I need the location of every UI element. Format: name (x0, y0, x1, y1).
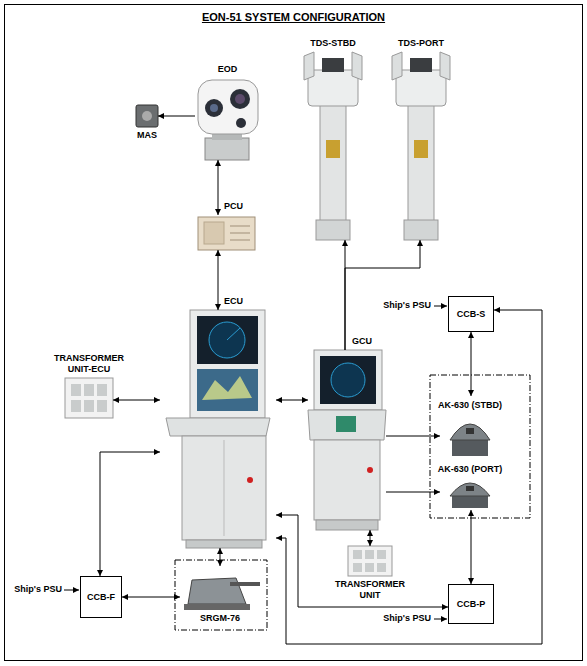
component-label: CCB-F (87, 592, 115, 603)
component-label: AK-630 (PORT) (438, 464, 503, 475)
supply-label: Ship's PSU (383, 300, 431, 311)
connector (113, 400, 160, 401)
connector (218, 250, 219, 310)
transformer-unit (65, 378, 113, 418)
component-label: GCU (352, 336, 372, 347)
supply-label: Ship's PSU (383, 613, 431, 624)
tds-pedestal (304, 52, 362, 240)
supply-label: Ship's PSU (14, 584, 62, 595)
connector (276, 310, 542, 644)
connector (100, 452, 160, 576)
connector (218, 160, 219, 215)
equipment-node: GCU (308, 350, 386, 530)
connector (386, 492, 440, 493)
connector (370, 530, 371, 546)
equipment-node: AK-630 (STBD) (440, 396, 500, 456)
gun-turret (450, 483, 490, 508)
component-label: TRANSFORMER UNIT-ECU (44, 353, 134, 375)
connector (276, 400, 308, 401)
equipment-node: PCU (198, 215, 255, 250)
component-label: AK-630 (STBD) (438, 400, 502, 411)
equipment-node: TRANSFORMER UNIT (348, 546, 392, 576)
connector (471, 332, 472, 396)
group-outline (175, 560, 267, 630)
frame (5, 5, 583, 661)
connector (122, 597, 180, 598)
feed-arrow (434, 619, 447, 620)
connector (386, 436, 440, 437)
connector (158, 116, 195, 117)
component-label: MAS (137, 130, 157, 141)
component-label: TDS-STBD (310, 38, 356, 49)
equipment-node: SRGM-76 (180, 566, 260, 610)
gcu-console (308, 350, 386, 530)
eod-camera (198, 80, 258, 160)
connector (276, 515, 448, 607)
connector (345, 240, 420, 350)
equipment-node: TDS-STBD (300, 52, 366, 240)
component-label: CCB-P (457, 599, 486, 610)
connector (220, 548, 221, 566)
component-label: SRGM-76 (200, 613, 240, 624)
feed-arrow (64, 590, 79, 591)
component-label: TDS-PORT (398, 38, 444, 49)
connector (471, 510, 472, 584)
equipment-node: TDS-PORT (388, 52, 454, 240)
gun-turret (184, 578, 260, 610)
transformer-unit (348, 546, 392, 576)
component-label: ECU (224, 296, 243, 307)
breaker-box: CCB-F (80, 576, 122, 618)
equipment-node: EOD (195, 78, 260, 160)
pcu-box (198, 217, 255, 250)
tds-pedestal (392, 52, 450, 240)
component-label: CCB-S (457, 309, 486, 320)
component-label: TRANSFORMER UNIT (330, 579, 410, 601)
feed-arrow (434, 306, 447, 307)
breaker-box: CCB-P (448, 584, 494, 624)
mas-device (136, 105, 158, 127)
equipment-node: AK-630 (PORT) (440, 460, 500, 510)
ecu-console (166, 310, 270, 548)
component-label: EOD (218, 64, 238, 75)
equipment-node: MAS (136, 105, 158, 127)
breaker-box: CCB-S (448, 296, 494, 332)
gun-turret (450, 424, 490, 456)
equipment-node: TRANSFORMER UNIT-ECU (65, 378, 113, 418)
group-outline (430, 375, 530, 518)
component-label: PCU (224, 201, 243, 212)
equipment-node: ECU (160, 310, 276, 548)
diagram-title: EON-51 SYSTEM CONFIGURATION (0, 10, 587, 24)
